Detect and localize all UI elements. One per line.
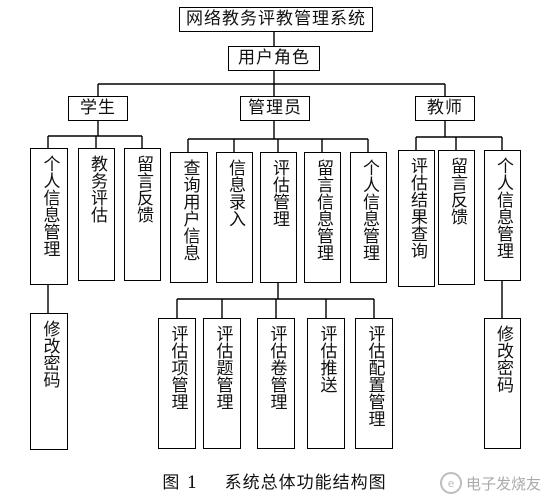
root-node: 网络教务评教管理系统	[179, 7, 373, 32]
admin-message-manage-label: 留言信息管理	[313, 159, 333, 261]
admin-label: 管理员	[248, 98, 302, 118]
admin-personal-info-label: 个人信息管理	[359, 159, 379, 261]
teacher-change-password-node: 修改密码	[484, 318, 521, 449]
teacher-change-password-label: 修改密码	[493, 325, 513, 393]
admin-message-manage-node: 留言信息管理	[304, 152, 341, 283]
student-change-password-label: 修改密码	[39, 320, 60, 388]
admin-node: 管理员	[240, 96, 310, 121]
eval-push-label: 评估推送	[316, 325, 337, 393]
student-node: 学生	[68, 96, 128, 121]
admin-eval-manage-node: 评估管理	[260, 152, 297, 283]
student-academic-eval-node: 教务评估	[78, 148, 115, 281]
figure-caption: 图 1 系统总体功能结构图	[0, 468, 549, 493]
student-change-password-node: 修改密码	[30, 313, 68, 450]
admin-eval-manage-label: 评估管理	[269, 159, 289, 227]
teacher-node: 教师	[415, 96, 475, 121]
watermark-text: 电子发烧友	[465, 474, 541, 493]
eval-item-manage-label: 评估项管理	[167, 325, 188, 410]
admin-personal-info-node: 个人信息管理	[350, 152, 387, 283]
teacher-label: 教师	[427, 98, 463, 118]
student-personal-info-label: 个人信息管理	[39, 155, 60, 257]
teacher-result-query-label: 评估结果查询	[407, 157, 427, 259]
roles-label: 用户角色	[238, 48, 310, 68]
eval-item-manage-node: 评估项管理	[158, 318, 196, 449]
admin-info-entry-label: 信息录入	[225, 159, 245, 227]
figure-title: 系统总体功能结构图	[224, 473, 387, 493]
watermark: e 电子发烧友	[439, 472, 541, 494]
teacher-result-query-node: 评估结果查询	[398, 150, 435, 287]
eval-paper-manage-node: 评估卷管理	[257, 318, 295, 449]
student-academic-eval-label: 教务评估	[87, 155, 107, 223]
watermark-logo-icon: e	[439, 472, 462, 494]
student-feedback-node: 留言反馈	[124, 148, 161, 281]
student-label: 学生	[80, 98, 116, 118]
student-personal-info-node: 个人信息管理	[30, 148, 68, 285]
eval-config-manage-node: 评估配置管理	[355, 318, 393, 449]
teacher-feedback-node: 留言反馈	[438, 150, 475, 285]
eval-config-manage-label: 评估配置管理	[364, 325, 385, 427]
teacher-personal-info-node: 个人信息管理	[484, 150, 521, 281]
roles-node: 用户角色	[228, 46, 320, 71]
student-feedback-label: 留言反馈	[133, 155, 153, 223]
admin-query-user-node: 查询用户信息	[170, 152, 208, 283]
admin-info-entry-node: 信息录入	[216, 152, 253, 283]
eval-question-manage-node: 评估题管理	[203, 318, 241, 449]
teacher-personal-info-label: 个人信息管理	[493, 157, 513, 259]
eval-push-node: 评估推送	[307, 318, 345, 449]
teacher-feedback-label: 留言反馈	[447, 157, 467, 225]
root-label: 网络教务评教管理系统	[186, 9, 366, 29]
eval-question-manage-label: 评估题管理	[212, 325, 233, 410]
admin-query-user-label: 查询用户信息	[179, 159, 200, 261]
figure-number: 图 1	[162, 473, 199, 493]
eval-paper-manage-label: 评估卷管理	[266, 325, 287, 410]
